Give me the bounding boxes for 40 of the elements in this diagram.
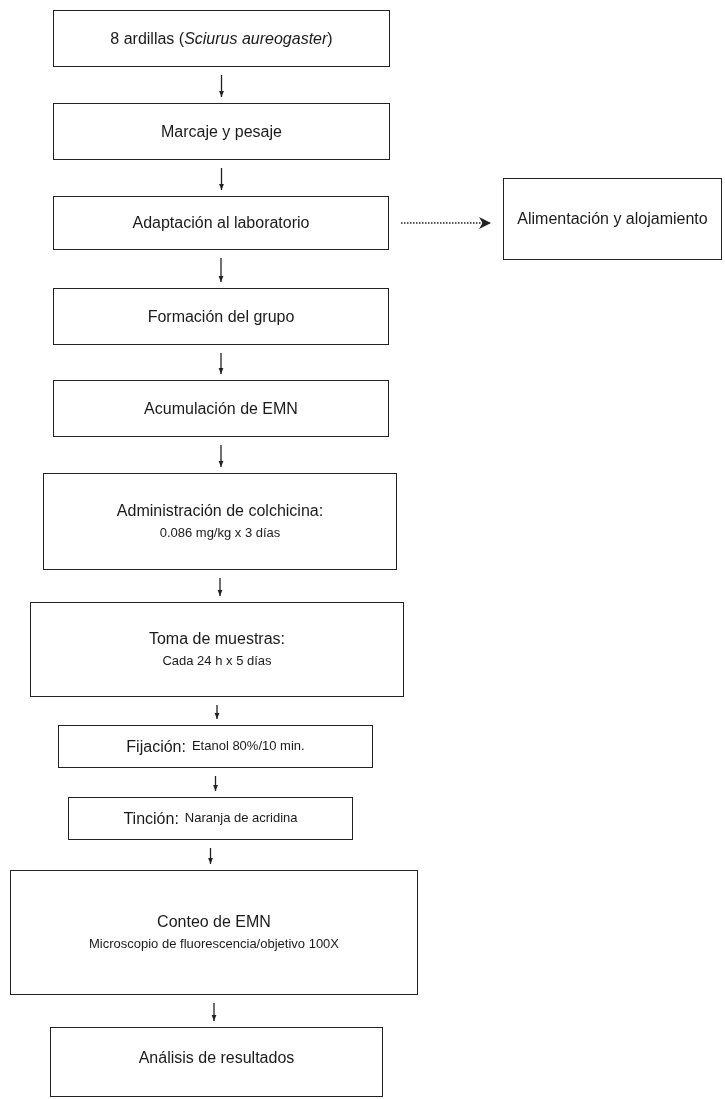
step-title: Conteo de EMN <box>157 912 271 933</box>
arrow <box>211 1002 217 1022</box>
step-detail: Microscopio de fluorescencia/objetivo 100X <box>89 935 339 954</box>
step-title: Administración de colchicina: <box>116 501 324 522</box>
process-box <box>53 288 389 345</box>
process-box <box>68 797 353 840</box>
step-title: 8 ardillas (Sciurus aureogaster) <box>110 28 333 49</box>
process-box <box>30 602 404 697</box>
step-detail: Etanol 80%/10 min. <box>191 737 305 756</box>
arrow <box>217 577 223 597</box>
arrow <box>214 704 220 720</box>
arrow <box>400 217 492 229</box>
process-box <box>10 870 418 995</box>
arrow <box>219 74 224 98</box>
arrow <box>218 444 224 468</box>
process-box <box>50 1027 383 1097</box>
step-detail: Naranja de acridina <box>184 809 298 828</box>
arrow <box>219 167 224 191</box>
process-box <box>53 103 390 160</box>
process-box <box>58 725 373 768</box>
process-box <box>43 473 397 570</box>
step-title: Formación del grupo <box>147 306 295 327</box>
step-title: Adaptación al laboratorio <box>132 213 310 233</box>
step-title: Toma de muestras: <box>148 629 286 650</box>
process-box <box>53 196 389 250</box>
step-detail: Cada 24 h x 5 días <box>162 652 272 671</box>
step-title: Alimentación y alojamiento <box>517 209 708 229</box>
arrow <box>218 257 224 283</box>
process-box <box>503 178 722 260</box>
arrow <box>218 352 224 375</box>
step-title: Marcaje y pesaje <box>161 121 282 142</box>
step-title: Análisis de resultados <box>138 1048 295 1068</box>
step-title: Fijación: <box>126 736 186 757</box>
arrow <box>208 847 213 865</box>
step-detail: 0.086 mg/kg x 3 días <box>159 524 281 543</box>
arrow <box>213 775 218 792</box>
process-box <box>53 10 390 67</box>
step-title: Acumulación de EMN <box>144 398 298 419</box>
step-title: Tinción: <box>123 808 179 829</box>
process-box <box>53 380 389 437</box>
